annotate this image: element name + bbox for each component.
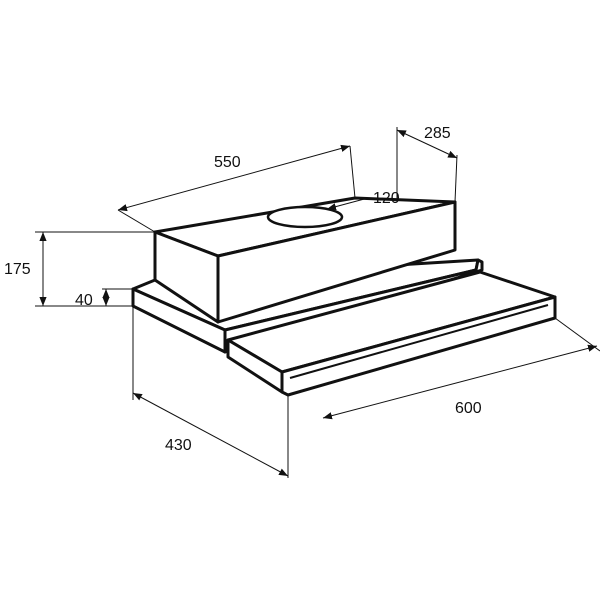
dim-line-430 xyxy=(133,393,288,476)
hood-body xyxy=(133,198,555,395)
label-175: 175 xyxy=(4,261,31,278)
label-600: 600 xyxy=(455,400,482,417)
outlet-collar-ellipse xyxy=(268,207,342,227)
label-40: 40 xyxy=(75,292,93,309)
label-430: 430 xyxy=(165,437,192,454)
label-120: 120 xyxy=(373,190,400,207)
ext-550-left xyxy=(118,210,155,232)
ext-600-right xyxy=(555,318,600,351)
ext-285-right xyxy=(455,155,457,202)
label-285: 285 xyxy=(424,125,451,142)
ext-550-right xyxy=(350,146,355,198)
label-550: 550 xyxy=(214,154,241,171)
